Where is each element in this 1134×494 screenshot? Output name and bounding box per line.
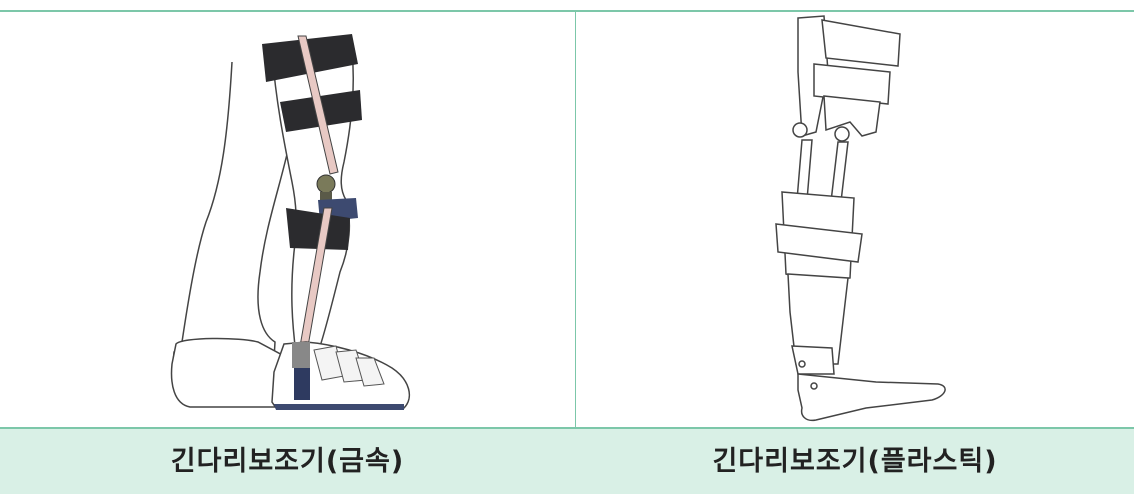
calf-strap bbox=[286, 208, 350, 250]
shoe-strap-3 bbox=[355, 357, 385, 387]
foot-plate bbox=[797, 373, 946, 422]
thigh-strap-top bbox=[821, 19, 901, 67]
thigh-shell-inner bbox=[823, 95, 881, 137]
ankle-stirrup bbox=[292, 342, 310, 368]
table-row-divider bbox=[0, 427, 1134, 429]
shoe-sole bbox=[274, 404, 404, 410]
calf-strap bbox=[775, 223, 863, 263]
ankle-rivet bbox=[798, 360, 806, 368]
table-column-divider bbox=[575, 10, 576, 494]
metal-orthosis-illustration bbox=[0, 12, 575, 428]
foot-plate-rivet bbox=[810, 382, 818, 390]
ankle-section bbox=[791, 345, 835, 375]
caption-metal-orthosis: 긴다리보조기(금속) bbox=[170, 446, 405, 477]
knee-joint-left bbox=[792, 122, 808, 138]
ankle-upright bbox=[294, 368, 310, 400]
knee-joint-right bbox=[834, 126, 850, 142]
plastic-orthosis-illustration bbox=[576, 12, 1134, 428]
caption-row: 긴다리보조기(금속) 긴다리보조기(플라스틱) bbox=[0, 429, 1134, 494]
plastic-orthosis-drawing bbox=[775, 15, 946, 422]
metal-orthosis-drawing bbox=[170, 34, 411, 410]
caption-plastic-orthosis: 긴다리보조기(플라스틱) bbox=[712, 446, 998, 477]
back-shoe bbox=[170, 337, 287, 408]
thigh-shell-left bbox=[797, 15, 829, 137]
plastic-orthosis-shape bbox=[775, 15, 946, 422]
knee-joint bbox=[316, 174, 336, 194]
metal-bar-upper bbox=[297, 35, 339, 175]
thigh-strap-lower bbox=[813, 63, 891, 105]
table-top-border bbox=[0, 10, 1134, 12]
